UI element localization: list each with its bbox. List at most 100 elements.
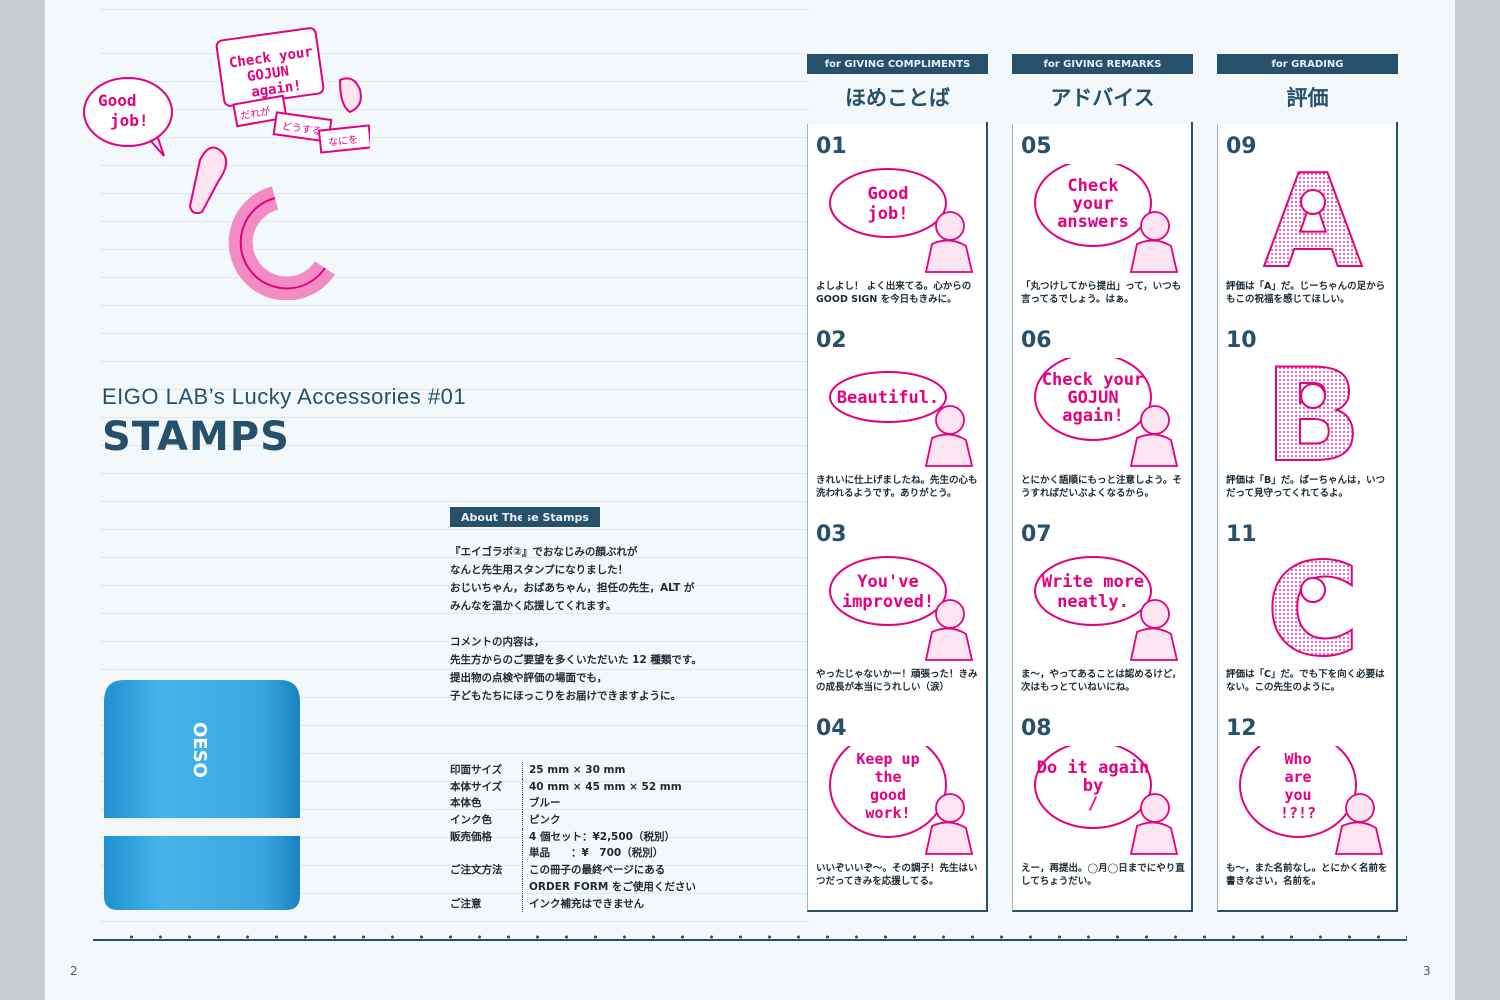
stamp-number: 01 — [816, 134, 847, 159]
grade-letter: C — [1266, 552, 1360, 662]
column-tag: for GIVING REMARKS — [1012, 54, 1193, 74]
grade-letter: B — [1264, 358, 1362, 468]
stamp-number: 12 — [1226, 716, 1257, 741]
page-number-right: 3 — [1423, 964, 1431, 978]
stamp-letter-art: A — [1262, 164, 1363, 274]
header-card-word: なにを — [328, 134, 359, 149]
stamp-number: 09 — [1226, 134, 1257, 159]
bubble-line: Check your — [1042, 370, 1144, 390]
column-tag: for GIVING COMPLIMENTS — [807, 54, 988, 74]
bubble-line: good — [870, 786, 906, 804]
stamp-caption: 評価は「C」だ。でも下を向く必要はない。この先生のように。 — [1226, 669, 1385, 693]
stamp-number: 02 — [816, 328, 847, 353]
footer-dots — [117, 935, 1407, 939]
stamp-caption: ま〜，やってあることは認めるけど，次はもっとていねいにね。 — [1021, 669, 1182, 693]
spec-value: この冊子の最終ページにある — [522, 862, 665, 879]
bubble-line: answers — [1057, 212, 1129, 232]
page-title: STAMPS — [102, 414, 290, 460]
stamp-caption: よしよし！ よく出来てる。心からの GOOD SIGN を今日もきみに。 — [816, 281, 972, 305]
stamp-caption: も〜，また名前なし。とにかく名前を書きなさい，名前を。 — [1226, 863, 1388, 887]
bubble-line: the — [874, 768, 901, 786]
bubble-line: neatly. — [1057, 592, 1129, 612]
stamp-number: 11 — [1226, 522, 1257, 547]
spec-key: ご注文方法 — [450, 864, 503, 877]
column-title: 評価 — [1286, 86, 1329, 110]
stamp-number: 05 — [1021, 134, 1052, 159]
spec-key: ご注意 — [450, 897, 482, 910]
stamp-letter-art: B — [1263, 358, 1363, 468]
stamp-card: 10 B 評価は「B」だ。ばーちゃんは，いつだって見守ってくれてるよ。 — [1218, 318, 1397, 512]
stamp-caption: 評価は「A」だ。じーちゃんの足からもこの祝福を感じてほしい。 — [1226, 281, 1386, 305]
spec-value: 40 mm × 45 mm × 52 mm — [522, 778, 682, 796]
bubble-line: your — [1073, 194, 1114, 214]
spec-row: ORDER FORM をご使用ください — [450, 878, 696, 896]
stamp-number: 06 — [1021, 328, 1052, 353]
bubble-line: again! — [1062, 406, 1123, 426]
bubble-line: Good — [868, 184, 909, 204]
bubble-line: Keep up — [856, 750, 919, 768]
footer-rule — [93, 939, 1407, 941]
page-number-left: 2 — [70, 964, 78, 978]
stamp-letter-art: C — [1265, 552, 1361, 662]
header-bubble-line: Good — [98, 91, 137, 110]
stamp-caption: えー，再提出。◯月◯日までにやり直してちょうだい。 — [1021, 863, 1185, 887]
bubble-line: Check — [1067, 176, 1118, 196]
header-bubble-line: GOJUN — [246, 63, 290, 85]
header-illustration: Good job! Check your GOJUN again! だれが どう… — [83, 27, 370, 300]
stamp-brand-logo: OESO — [189, 722, 210, 778]
stamp-number: 04 — [816, 716, 847, 741]
stamp-caption: きれいに仕上げましたね。先生の心も洗われるようです。ありがとう。 — [816, 475, 978, 499]
spec-row: ご注意 インク補充はできません — [450, 895, 696, 913]
spec-value: ピンク — [522, 812, 561, 829]
stamp-caption: 「丸つけしてから提出」って，いつも言ってるでしょう。はぁ。 — [1021, 281, 1182, 305]
spec-key: 印面サイズ — [450, 764, 503, 776]
spec-value: インク補充はできません — [522, 895, 644, 913]
spec-key: インク色 — [450, 814, 492, 827]
spec-row: 本体サイズ 40 mm × 45 mm × 52 mm — [450, 778, 696, 796]
bubble-line: Do it again — [1037, 758, 1150, 778]
stamp-card: 09 A 評価は「A」だ。じーちゃんの足からもこの祝福を感じてほしい。 — [1218, 124, 1397, 318]
stamp-number: 03 — [816, 522, 847, 547]
stamp-product-image: OESO — [104, 680, 300, 910]
spec-value: ORDER FORM をご使用ください — [522, 878, 696, 896]
stamp-number: 10 — [1226, 328, 1257, 353]
column-title: アドバイス — [1050, 86, 1155, 110]
about-text: 『エイゴラボ②』でおなじみの顔ぶれが なんと先生用スタンプになりました！ おじい… — [450, 546, 702, 702]
bubble-line: / — [1088, 794, 1098, 814]
column-tag: for GRADING — [1217, 54, 1398, 74]
spec-key: 本体サイズ — [450, 780, 503, 793]
stamp-column: 09 A 評価は「A」だ。じーちゃんの足からもこの祝福を感じてほしい。10 B … — [1217, 122, 1398, 912]
bubble-line: are — [1284, 768, 1311, 786]
bubble-line: job! — [868, 204, 909, 224]
spec-row: ご注文方法 この冊子の最終ページにある — [450, 862, 696, 879]
spread: Good job! Check your GOJUN again! だれが どう… — [45, 0, 1455, 1000]
header-bubble-line: job! — [110, 111, 149, 130]
spec-row: インク色 ピンク — [450, 812, 696, 829]
bubble-line: GOJUN — [1067, 388, 1118, 408]
bubble-line: Who — [1284, 750, 1311, 768]
bubble-line: !?!? — [1280, 804, 1316, 822]
bubble-line: you — [1284, 786, 1311, 804]
bubble-line: work! — [865, 804, 910, 822]
spec-key — [450, 879, 522, 896]
spec-value: 単品 ：¥ 700（税別） — [522, 845, 663, 863]
column-title: ほめことば — [845, 86, 950, 110]
spec-key — [450, 845, 522, 862]
